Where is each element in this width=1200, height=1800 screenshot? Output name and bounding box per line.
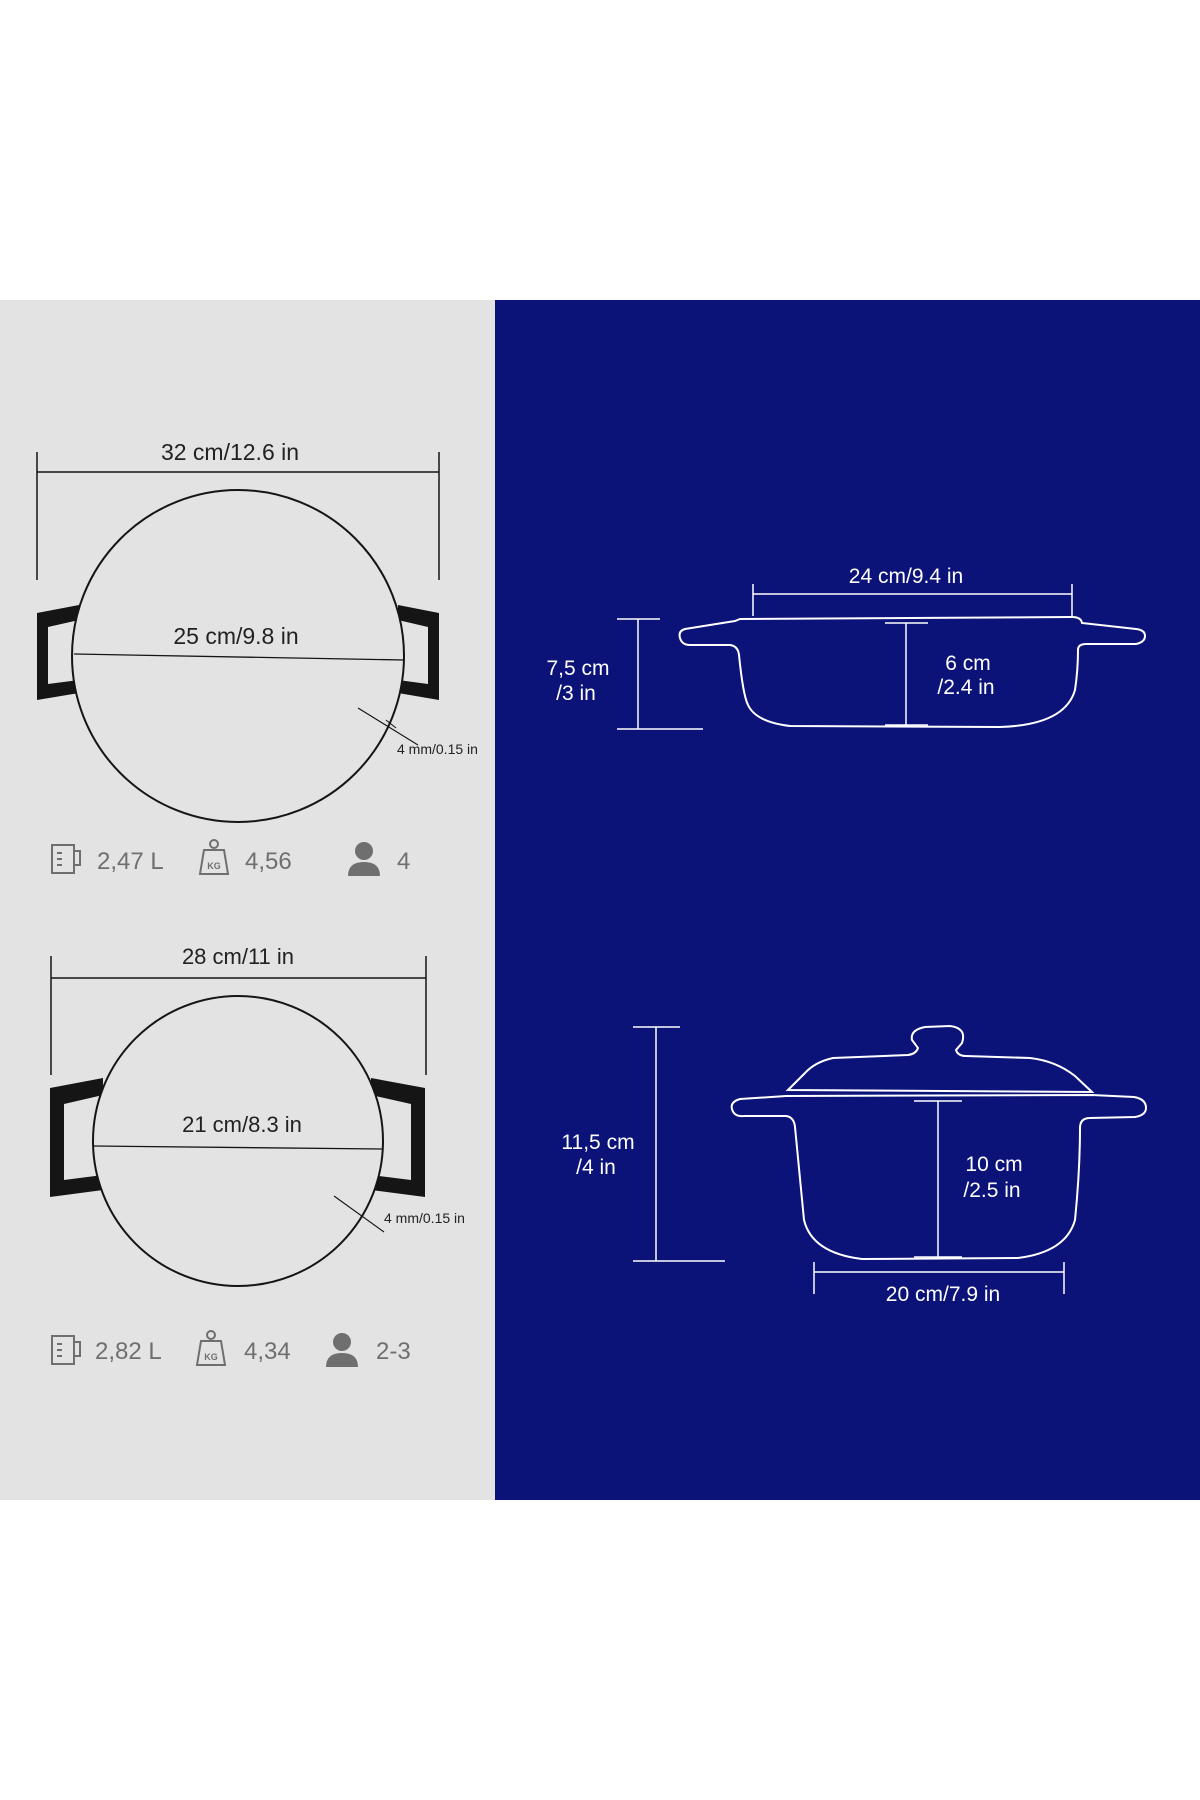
- measuring-jug-icon: [51, 844, 81, 874]
- bottom-pot-side-view: [633, 1024, 1148, 1294]
- top-pan-height-line1: 7,5 cm: [546, 657, 609, 680]
- bottom-pot-height-line1: 11,5 cm: [561, 1131, 634, 1154]
- kg-weight-icon: KG: [195, 1330, 227, 1366]
- right-handle: [371, 1078, 425, 1197]
- bottom-pot-top-view: [50, 956, 427, 1287]
- top-pan-depth-line2: /2.4 in: [937, 676, 994, 699]
- pot-body: [730, 1093, 1148, 1261]
- right-handle: [398, 605, 439, 700]
- top-pan-side-width-label: 24 cm/9.4 in: [849, 565, 963, 588]
- top-pan-wall-label: 4 mm/0.15 in: [397, 741, 478, 757]
- top-pan-top-view: [36, 452, 440, 823]
- person-icon: [326, 1333, 358, 1367]
- svg-text:KG: KG: [207, 861, 221, 871]
- svg-text:KG: KG: [204, 1352, 218, 1362]
- bottom-pot-weight: 4,34: [244, 1338, 291, 1365]
- bottom-pot-servings: 2-3: [376, 1338, 411, 1365]
- bottom-pot-base-width-label: 20 cm/7.9 in: [886, 1283, 1000, 1306]
- pan-body: [678, 615, 1147, 729]
- top-pan-inner-diameter-label: 25 cm/9.8 in: [173, 623, 298, 649]
- top-pan-specs: 2,47 L KG 4,56 4: [51, 839, 410, 876]
- bottom-pot-outer-width-label: 28 cm/11 in: [182, 944, 294, 969]
- bottom-pot-wall-label: 4 mm/0.15 in: [384, 1210, 465, 1226]
- measuring-jug-icon: [51, 1335, 81, 1365]
- pan-outline: [71, 489, 405, 823]
- top-pan-side-view: [617, 584, 1147, 730]
- top-pan-capacity: 2,47 L: [97, 848, 164, 875]
- top-pan-height-line2: /3 in: [556, 682, 596, 705]
- bottom-pot-height-line2: /4 in: [576, 1156, 616, 1179]
- right-panel: [495, 300, 1200, 1500]
- person-icon: [348, 842, 380, 876]
- left-handle: [50, 1078, 103, 1197]
- top-pan-weight: 4,56: [245, 848, 292, 875]
- pot-lid: [785, 1024, 1095, 1094]
- top-pan-outer-width-label: 32 cm/12.6 in: [161, 439, 299, 465]
- top-pan-depth-line1: 6 cm: [945, 652, 991, 675]
- left-handle: [37, 605, 79, 700]
- top-pan-servings: 4: [397, 848, 410, 875]
- bottom-pot-capacity: 2,82 L: [95, 1338, 162, 1365]
- bottom-pot-depth-line2: /2.5 in: [963, 1179, 1020, 1202]
- pot-outline: [92, 995, 384, 1287]
- bottom-pot-inner-diameter-label: 21 cm/8.3 in: [182, 1112, 302, 1137]
- left-panel: [0, 300, 495, 1500]
- bottom-pot-depth-line1: 10 cm: [965, 1153, 1022, 1176]
- kg-weight-icon: KG: [198, 839, 230, 875]
- bottom-pot-specs: 2,82 L KG 4,34 2-3: [51, 1330, 411, 1367]
